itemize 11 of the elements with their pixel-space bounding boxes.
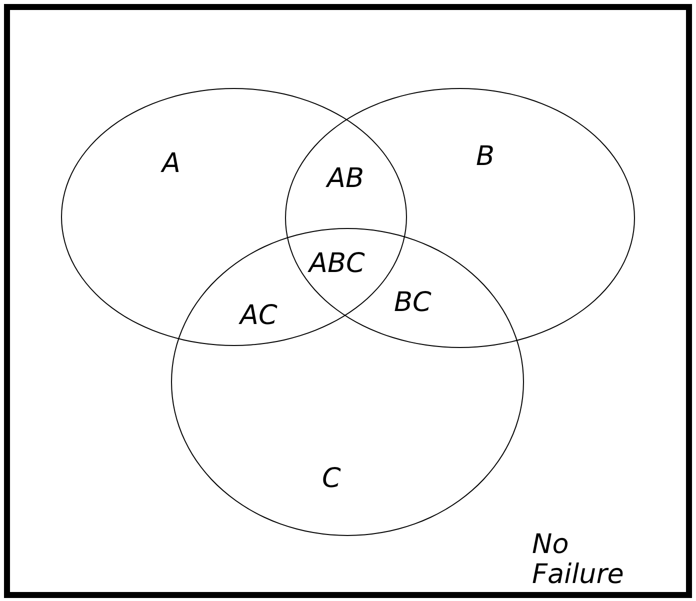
region-label: BC xyxy=(394,288,432,318)
set-label: C xyxy=(322,464,341,494)
region-label: AC xyxy=(240,301,278,331)
set-label: A xyxy=(162,149,180,179)
frame-label: No Failure xyxy=(532,530,625,590)
set-ellipse xyxy=(171,228,524,536)
region-label: ABC xyxy=(309,249,365,279)
frame-box xyxy=(4,4,692,598)
region-label: AB xyxy=(327,164,364,194)
set-ellipse xyxy=(285,88,635,348)
set-label: B xyxy=(476,142,495,172)
